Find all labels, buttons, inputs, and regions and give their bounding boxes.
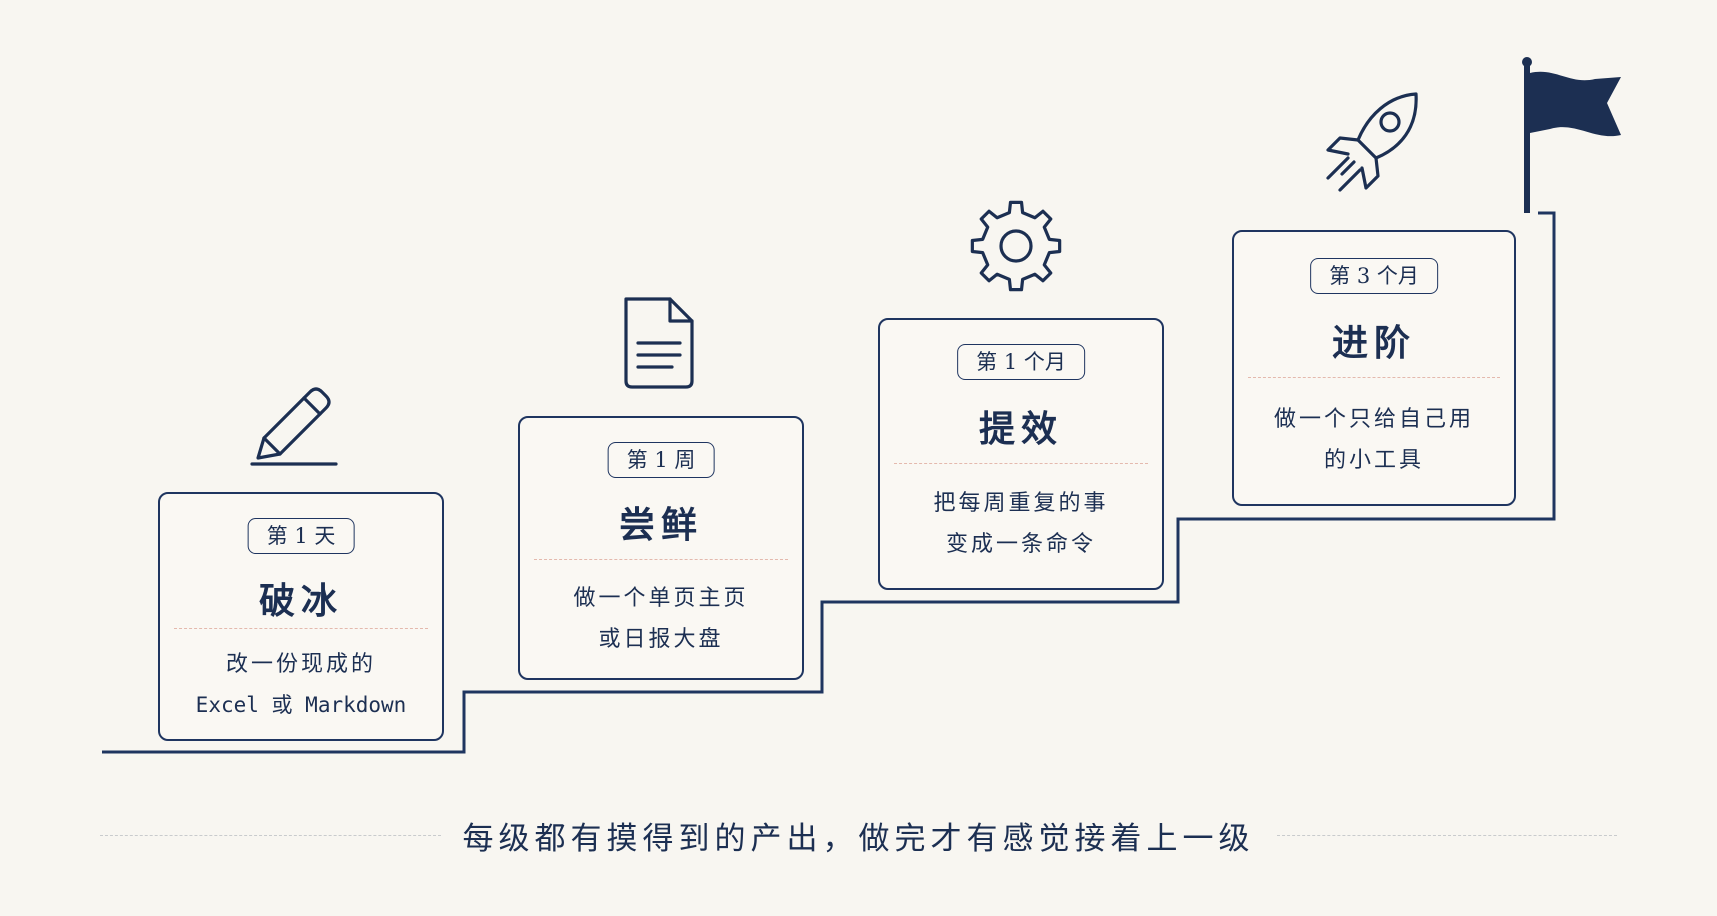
step-separator bbox=[894, 463, 1148, 464]
step-description-line: 或日报大盘 bbox=[598, 627, 724, 652]
step-separator bbox=[534, 559, 788, 560]
step-title: 尝鲜 bbox=[618, 504, 703, 546]
step-description: 做一个只给自己用 的小工具 bbox=[1240, 399, 1508, 481]
step-description: 把每周重复的事 变成一条命令 bbox=[886, 483, 1156, 565]
document-icon bbox=[624, 297, 694, 389]
step-title: 破冰 bbox=[258, 580, 343, 622]
step-description-line: 变成一条命令 bbox=[945, 532, 1096, 557]
step-separator bbox=[1248, 377, 1500, 378]
step-description-line: 改一份现成的 bbox=[225, 652, 376, 677]
flag-icon bbox=[1522, 57, 1621, 213]
step-badge: 第 1 天 bbox=[247, 518, 355, 554]
step-title: 提效 bbox=[978, 408, 1063, 450]
step-description-line: 做一个只给自己用 bbox=[1273, 407, 1474, 432]
rocket-icon bbox=[1326, 92, 1418, 192]
slogan-bar: 每级都有摸得到的产出，做完才有感觉接着上一级 bbox=[100, 810, 1617, 860]
step-badge: 第 3 个月 bbox=[1310, 258, 1438, 294]
step-description-line: 做一个单页主页 bbox=[573, 586, 749, 611]
step-card-week1: 第 1 周 尝鲜 做一个单页主页 或日报大盘 bbox=[518, 416, 804, 680]
step-badge: 第 1 个月 bbox=[957, 344, 1085, 380]
step-card-month3: 第 3 个月 进阶 做一个只给自己用 的小工具 bbox=[1232, 230, 1516, 506]
step-description-line: 的小工具 bbox=[1323, 448, 1424, 473]
step-description: 改一份现成的 Excel 或 Markdown bbox=[166, 644, 436, 726]
step-description: 做一个单页主页 或日报大盘 bbox=[526, 578, 796, 660]
slogan-text: 每级都有摸得到的产出，做完才有感觉接着上一级 bbox=[462, 820, 1255, 857]
step-card-day1: 第 1 天 破冰 改一份现成的 Excel 或 Markdown bbox=[158, 492, 444, 741]
step-card-month1: 第 1 个月 提效 把每周重复的事 变成一条命令 bbox=[878, 318, 1164, 590]
step-title: 进阶 bbox=[1331, 322, 1416, 364]
step-description-line: Excel 或 Markdown bbox=[195, 693, 407, 717]
slogan-divider-left bbox=[100, 834, 441, 836]
step-separator bbox=[174, 628, 428, 629]
pencil-icon bbox=[250, 387, 338, 466]
step-badge: 第 1 周 bbox=[607, 442, 715, 478]
gear-icon bbox=[970, 200, 1062, 292]
step-description-line: 把每周重复的事 bbox=[933, 491, 1109, 516]
slogan-divider-right bbox=[1276, 834, 1617, 836]
